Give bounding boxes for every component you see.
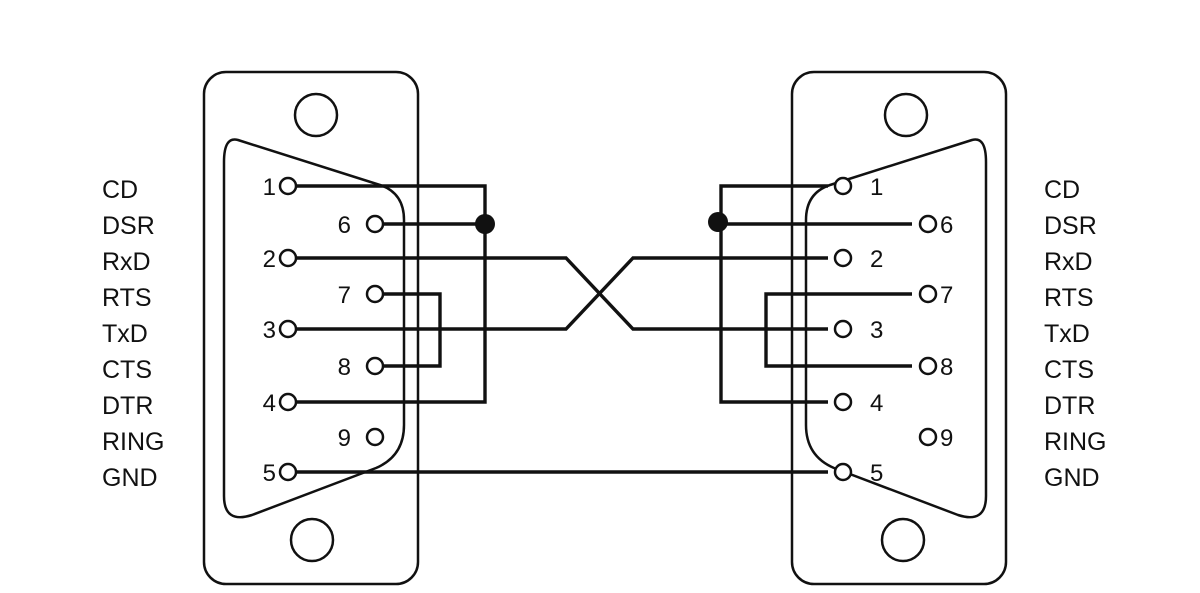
- right-junction-dot: [708, 212, 728, 232]
- right-signal-label: RING: [1044, 428, 1107, 456]
- left-pin-number: 5: [263, 460, 276, 487]
- right-signal-label: TxD: [1044, 320, 1090, 348]
- left-junction-dot: [475, 214, 495, 234]
- left-signal-label: CD: [102, 176, 138, 204]
- left-signal-label: RTS: [102, 284, 152, 312]
- left-signal-label: DSR: [102, 212, 155, 240]
- left-signal-label: DTR: [102, 392, 153, 420]
- left-pin-number: 3: [263, 317, 276, 344]
- left-pin-number: 4: [263, 390, 276, 417]
- right-pin-number: 4: [870, 390, 883, 417]
- right-pin-2-socket: [833, 248, 853, 268]
- right-pins: [833, 176, 938, 482]
- right-wire-cd-dtr-bridge: [719, 184, 828, 404]
- right-pin-number: 7: [940, 282, 953, 309]
- right-mounting-hole-bottom: [880, 517, 926, 563]
- right-pin-1-socket: [833, 176, 853, 196]
- right-mounting-hole-top: [883, 92, 929, 138]
- left-signal-labels: CD DSR RxD RTS TxD CTS DTR RING GND: [102, 176, 165, 492]
- right-pin-3-socket: [833, 319, 853, 339]
- right-signal-label: CTS: [1044, 356, 1094, 384]
- left-signal-label: CTS: [102, 356, 152, 384]
- left-pin-1-socket: [278, 176, 298, 196]
- right-signal-label: DSR: [1044, 212, 1097, 240]
- left-pin-3-socket: [278, 319, 298, 339]
- left-pin-numbers: 1 6 2 7 3 8 4 9 5: [263, 174, 351, 487]
- left-pin-5-socket: [278, 462, 298, 482]
- left-pin-number: 2: [263, 246, 276, 273]
- left-signal-label: GND: [102, 464, 158, 492]
- right-d-sub-shell: [804, 138, 988, 519]
- left-signal-label: TxD: [102, 320, 148, 348]
- right-signal-label: GND: [1044, 464, 1100, 492]
- right-signal-label: RTS: [1044, 284, 1094, 312]
- left-pin-number: 7: [338, 282, 351, 309]
- wire-left-txd-to-right-rxd: [296, 256, 828, 331]
- left-pin-number: 1: [263, 174, 276, 201]
- right-signal-label: DTR: [1044, 392, 1095, 420]
- left-signal-label: RING: [102, 428, 165, 456]
- right-pin-number: 6: [940, 212, 953, 239]
- right-pin-number: 1: [870, 174, 883, 201]
- left-pin-8-socket: [365, 356, 385, 376]
- right-pin-6-socket: [918, 214, 938, 234]
- right-pin-number: 2: [870, 246, 883, 273]
- left-mounting-hole-top: [293, 92, 339, 138]
- left-pin-7-socket: [365, 284, 385, 304]
- right-signal-label: RxD: [1044, 248, 1093, 276]
- left-pin-number: 8: [338, 354, 351, 381]
- right-pin-8-socket: [918, 356, 938, 376]
- right-pin-number: 8: [940, 354, 953, 381]
- right-pin-number: 9: [940, 425, 953, 452]
- right-signal-label: CD: [1044, 176, 1080, 204]
- left-signal-label: RxD: [102, 248, 151, 276]
- right-pin-numbers: 1 6 2 7 3 8 4 9 5: [870, 174, 953, 487]
- left-pin-9-socket: [365, 427, 385, 447]
- right-signal-labels: CD DSR RxD RTS TxD CTS DTR RING GND: [1044, 176, 1107, 492]
- left-pin-6-socket: [365, 214, 385, 234]
- wiring: [296, 184, 912, 474]
- right-pin-number: 5: [870, 460, 883, 487]
- left-pin-4-socket: [278, 392, 298, 412]
- right-pin-5-socket: [833, 462, 853, 482]
- right-pin-9-socket: [918, 427, 938, 447]
- left-mounting-hole-bottom: [289, 517, 335, 563]
- left-d-sub-shell: [222, 138, 406, 519]
- left-wire-cd-dtr-bridge: [296, 184, 487, 404]
- left-pin-number: 9: [338, 425, 351, 452]
- left-pins: [278, 176, 385, 482]
- left-pin-2-socket: [278, 248, 298, 268]
- right-pin-number: 3: [870, 317, 883, 344]
- right-pin-4-socket: [833, 392, 853, 412]
- left-pin-number: 6: [338, 212, 351, 239]
- right-pin-7-socket: [918, 284, 938, 304]
